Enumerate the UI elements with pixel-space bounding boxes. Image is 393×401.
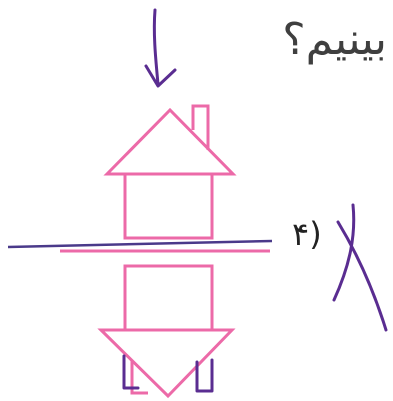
house-lower-chimney bbox=[130, 360, 148, 395]
pen-mark-right bbox=[195, 358, 214, 393]
pen-annotations bbox=[122, 8, 388, 393]
pen-mark-left bbox=[122, 354, 140, 390]
pen-arrow-down-icon bbox=[144, 8, 177, 88]
option-label: (۴ bbox=[292, 215, 322, 253]
mirror-line bbox=[7, 239, 273, 253]
house-lower bbox=[97, 264, 236, 399]
question-text: بینیم؟ bbox=[282, 14, 387, 65]
house-lower-body bbox=[123, 264, 214, 332]
house-upper-body bbox=[123, 172, 214, 240]
house-upper-roof bbox=[103, 107, 237, 176]
pen-x-mark-icon bbox=[332, 203, 388, 332]
house-upper-chimney bbox=[191, 104, 210, 150]
house-upper bbox=[103, 104, 237, 240]
house-lower-roof bbox=[97, 328, 236, 399]
